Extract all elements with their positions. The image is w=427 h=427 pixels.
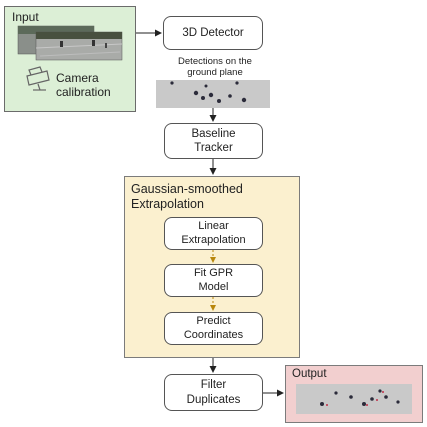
predict-coordinates-label: Predict Coordinates	[183, 314, 244, 341]
input-panel-title: Input	[12, 10, 39, 24]
detector-label: 3D Detector	[182, 26, 244, 39]
camera-calibration-label: Camera calibration	[56, 71, 111, 99]
output-panel-title: Output	[292, 368, 327, 380]
predict-coordinates-box: Predict Coordinates	[164, 312, 263, 345]
gaussian-panel-title: Gaussian-smoothed Extrapolation	[131, 182, 243, 211]
detector-box: 3D Detector	[163, 16, 263, 50]
baseline-tracker-box: Baseline Tracker	[164, 123, 263, 159]
fit-gpr-box: Fit GPR Model	[164, 264, 263, 297]
linear-extrapolation-box: Linear Extrapolation	[164, 217, 263, 250]
fit-gpr-label: Fit GPR Model	[193, 266, 234, 293]
baseline-tracker-label: Baseline Tracker	[191, 127, 236, 154]
filter-duplicates-box: Filter Duplicates	[164, 374, 263, 411]
detections-caption: Detections on the ground plane	[178, 56, 252, 79]
filter-duplicates-label: Filter Duplicates	[186, 379, 241, 406]
linear-extrapolation-label: Linear Extrapolation	[181, 219, 246, 246]
